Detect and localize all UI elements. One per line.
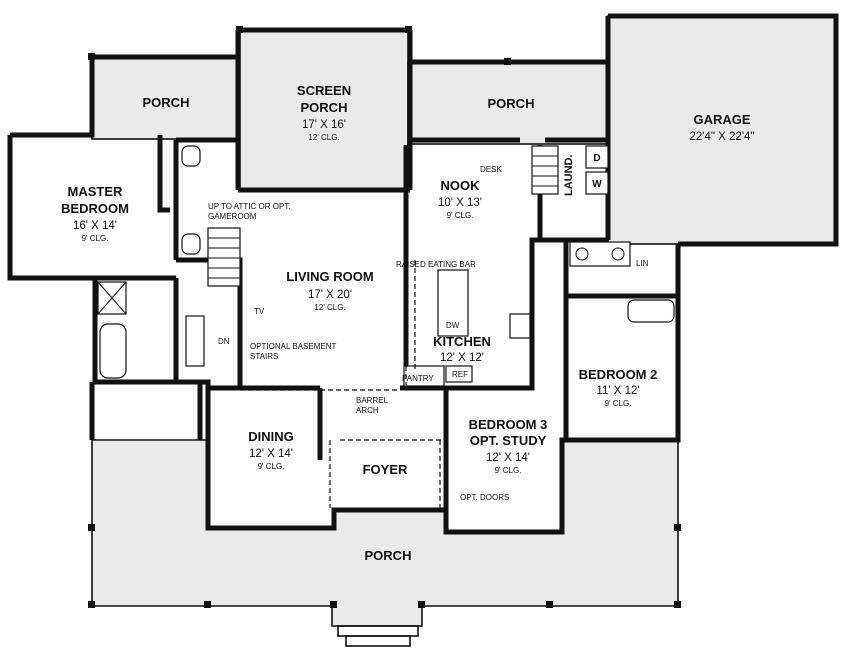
linen-label: LIN [636,259,649,268]
master-bedroom-dim: 16' X 14' [73,220,117,232]
attic-note: GAMEROOM [208,212,257,221]
bedroom-2-clg: 9' CLG. [605,399,632,408]
foyer-label: FOYER [363,462,408,477]
toilet-icon [181,145,201,167]
exterior-walls [7,13,839,535]
barrel-arch-note: ARCH [356,406,379,415]
attic-note: UP TO ATTIC OR OPT. [208,202,291,211]
bedroom-3-dim: 12' X 14' [486,452,530,464]
laundry-stair-icon [531,145,559,195]
garage-area [607,15,837,245]
dryer-icon [585,145,609,169]
basement-note: STAIRS [250,352,278,361]
bedroom-3-label: OPT. STUDY [470,433,547,448]
kitchen-label: KITCHEN [433,334,491,349]
screen-porch-dim: 17' X 16' [302,119,346,131]
vanity-icon [569,241,631,267]
opt-doors-note: OPT. DOORS [460,493,509,502]
down-label: DN [218,337,230,346]
garage-dim: 22'4" X 22'4" [690,131,755,143]
kitchen-island-icon [437,269,469,337]
bath-fixtures [97,145,675,387]
porch-left-label: PORCH [143,95,190,110]
dining-label: DINING [248,429,294,444]
basement-note: OPTIONAL BASEMENT [250,342,337,351]
laundry-label: LAUND. [563,154,575,196]
toilet-icon [181,233,201,255]
nook-label: NOOK [441,178,481,193]
porch-right-label: PORCH [488,96,535,111]
bathtub-icon [627,299,675,323]
barrel-arch-note: BARREL [356,396,389,405]
porch-left-area [91,56,241,140]
garage-label: GARAGE [693,112,750,127]
washer-icon [585,171,609,195]
master-bedroom-label: MASTER [68,184,124,199]
room-labels: PORCH SCREEN PORCH 17' X 16' 12' CLG. PO… [61,83,754,563]
ref-label: REF [452,370,468,379]
bedroom-2-dim: 11' X 12' [596,385,639,397]
screen-porch-area [239,29,409,191]
screen-porch-label: SCREEN [297,83,351,98]
master-bedroom-clg: 9' CLG. [82,234,109,243]
eating-bar-note: RAISED EATING BAR [396,260,476,269]
washer-label: W [592,179,602,190]
screen-porch-label: PORCH [301,100,348,115]
dining-dim: 12' X 14' [249,448,293,460]
vanity-icon [185,315,205,367]
bathtub-icon [99,323,127,379]
screen-porch-clg: 12' CLG. [308,133,339,142]
dashed-openings [240,190,446,508]
plan-notes: UP TO ATTIC OR OPT. GAMEROOM DESK LAUND.… [208,153,649,502]
range-icon [509,313,531,339]
porch-front-label: PORCH [365,548,412,563]
porch-columns [88,26,681,608]
desk-note: DESK [480,165,502,174]
living-room-dim: 17' X 20' [308,289,352,301]
kitchen-dim: 12' X 12' [440,352,484,364]
living-room-label: LIVING ROOM [286,269,373,284]
bedroom-3-clg: 9' CLG. [495,466,522,475]
nook-clg: 9' CLG. [447,211,474,220]
bedroom-2-label: BEDROOM 2 [579,367,658,382]
stair-icon [207,227,241,287]
dishwasher-label: DW [446,321,460,330]
living-room-clg: 12' CLG. [314,303,345,312]
front-steps [337,625,419,647]
dryer-label: D [593,153,600,164]
dining-clg: 9' CLG. [258,462,285,471]
tv-label: TV [254,307,265,316]
nook-dim: 10' X 13' [438,197,482,209]
bedroom-3-label: BEDROOM 3 [469,417,548,432]
pantry-icon [403,365,445,387]
refrigerator-icon [445,365,473,383]
pantry-label: PANTRY [402,374,434,383]
master-bedroom-label: BEDROOM [61,201,129,216]
